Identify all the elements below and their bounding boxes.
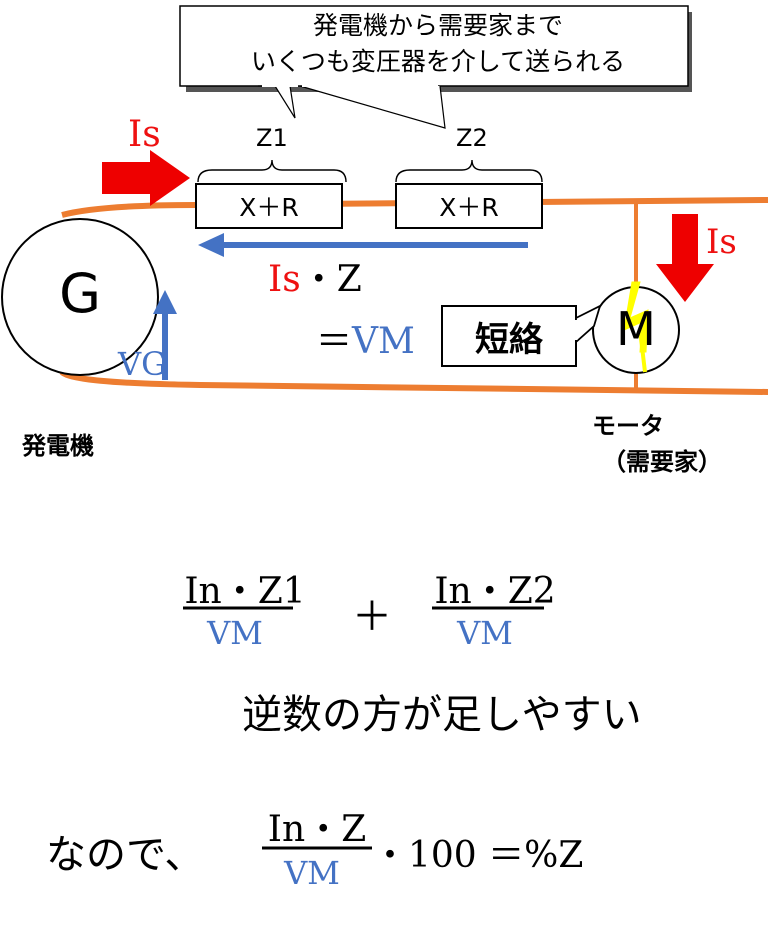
generator-circle (1, 218, 159, 376)
current-label-left: Is (128, 114, 161, 155)
voltage-drop-arrow (198, 233, 224, 257)
motor-symbol: M (616, 302, 656, 356)
motor-caption-2: （需要家） (602, 448, 722, 476)
formula1-term2-den: VM (457, 614, 513, 652)
drop-eq: ＝ (316, 321, 353, 362)
drop-equals-vm: ＝VM (316, 312, 415, 364)
formula1-term1-den: VM (207, 614, 263, 652)
formula2-num: In・Z (267, 809, 367, 850)
impedance-z2-text: X＋R (439, 193, 499, 222)
impedance-z1-text: X＋R (239, 193, 299, 222)
brace-z1 (197, 159, 347, 183)
short-label-box (441, 305, 577, 367)
vg-arrow (153, 290, 177, 314)
formula2-prefix: なので、 (46, 832, 205, 878)
callout-line-2: いくつも変圧器を介して送られる (250, 47, 626, 76)
drop-dot-z: ・Z (300, 259, 362, 300)
current-arrow-down (656, 214, 714, 302)
drop-vm: VM (352, 321, 415, 362)
generator-symbol: G (59, 262, 101, 325)
top-wire (61, 197, 768, 218)
z1-label: Z1 (256, 124, 288, 152)
short-circuit-label: 短絡 (475, 320, 543, 360)
note-text: 逆数の方が足しやすい (242, 692, 642, 738)
current-label-right: Is (706, 222, 737, 262)
current-arrow-right (102, 150, 190, 206)
drop-is: Is (268, 259, 301, 300)
callout-line-1: 発電機から需要家まで (312, 11, 563, 40)
brace-z2 (395, 159, 543, 183)
formula1-term2-num: In・Z2 (434, 571, 556, 612)
vg-label: VG (118, 345, 167, 383)
impedance-box-z2 (395, 183, 543, 229)
formula1-plus: ＋ (352, 594, 392, 640)
formula2-den: VM (284, 854, 340, 892)
voltage-drop-label: Is・Z (268, 250, 362, 302)
callout-box (179, 5, 689, 87)
impedance-box-z1 (195, 183, 343, 229)
callout-tail-2 (299, 85, 446, 129)
formula1-term1-num: In・Z1 (184, 571, 306, 612)
formula2-suffix: ・100 ＝%Z (372, 835, 584, 876)
generator-caption: 発電機 (22, 432, 94, 460)
z2-label: Z2 (456, 124, 488, 152)
motor-caption-1: モータ (592, 412, 664, 440)
callout-text: 発電機から需要家まで いくつも変圧器を介して送られる (188, 8, 688, 80)
